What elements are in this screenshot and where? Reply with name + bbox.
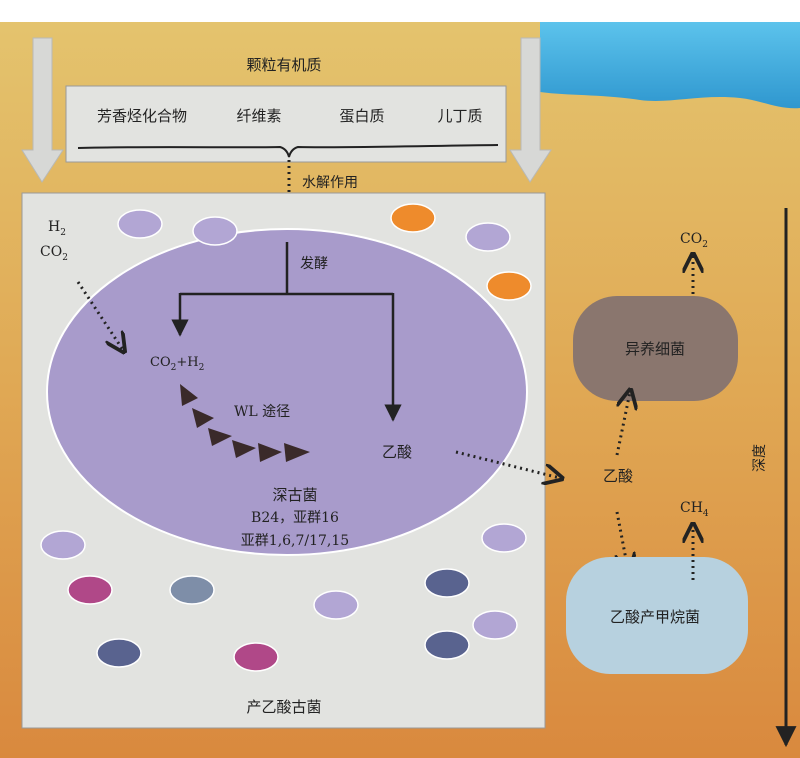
archaea-groups-2: 亚群1,6,7/17,15: [241, 533, 349, 549]
small-cell: [313, 590, 359, 620]
small-cell: [424, 568, 470, 598]
h2-label: H2: [48, 219, 66, 238]
wl-chevron: [208, 428, 232, 446]
fermentation-branch: [180, 242, 393, 296]
acetic-acid-center: 乙酸: [382, 443, 412, 461]
co2-label-left: CO2: [40, 244, 68, 263]
wl-pathway-label: WL 途径: [234, 403, 290, 420]
wl-chevron: [192, 408, 214, 428]
gas-input-arrow: [76, 281, 123, 350]
left-downward-arrow: [21, 37, 64, 183]
small-cell: [486, 271, 532, 301]
archaea-name: 深古菌: [272, 486, 317, 504]
small-cell: [169, 575, 215, 605]
heterotroph-cell: [573, 296, 738, 401]
small-cell: [390, 203, 436, 233]
small-cell: [192, 216, 238, 246]
methanogen-label: 乙酸产甲烷菌: [610, 608, 700, 626]
ch4-label: CH4: [680, 500, 709, 519]
wl-chevron: [180, 384, 198, 406]
methanogen-cell: [566, 557, 748, 674]
co2-label-right: CO2: [680, 231, 708, 250]
small-cell: [465, 222, 511, 252]
heterotroph-label: 异养细菌: [625, 340, 685, 358]
wl-chevron: [232, 440, 256, 458]
small-cell: [117, 209, 163, 239]
depth-label: 深度: [752, 444, 768, 472]
small-cell: [67, 575, 113, 605]
acetogenic-archaea-label: 产乙酸古菌: [246, 698, 321, 716]
small-cell: [96, 638, 142, 668]
organic-chitin: 儿丁质: [437, 107, 482, 125]
deep-archaea-cell: [46, 228, 528, 556]
small-cell: [424, 630, 470, 660]
right-downward-arrow: [509, 37, 552, 183]
organics-brace: [77, 144, 499, 158]
hydrolysis-label: 水解作用: [302, 175, 358, 191]
small-cell: [233, 642, 279, 672]
particulate-organic-matter-label: 颗粒有机质: [246, 56, 321, 74]
archaea-groups-1: B24，亚群16: [251, 510, 339, 526]
organic-aromatics: 芳香烃化合物: [97, 107, 187, 125]
wl-chevron: [258, 443, 282, 462]
wl-chevron: [284, 443, 310, 462]
small-cell: [472, 610, 518, 640]
small-cell: [481, 523, 527, 553]
co2-h2-label: CO2+H2: [150, 355, 204, 373]
acetic-acid-right: 乙酸: [603, 467, 633, 485]
small-cell: [40, 530, 86, 560]
fermentation-label: 发酵: [300, 256, 328, 272]
organic-cellulose: 纤维素: [236, 107, 281, 125]
organic-protein: 蛋白质: [339, 107, 384, 125]
water-band: [0, 22, 800, 109]
